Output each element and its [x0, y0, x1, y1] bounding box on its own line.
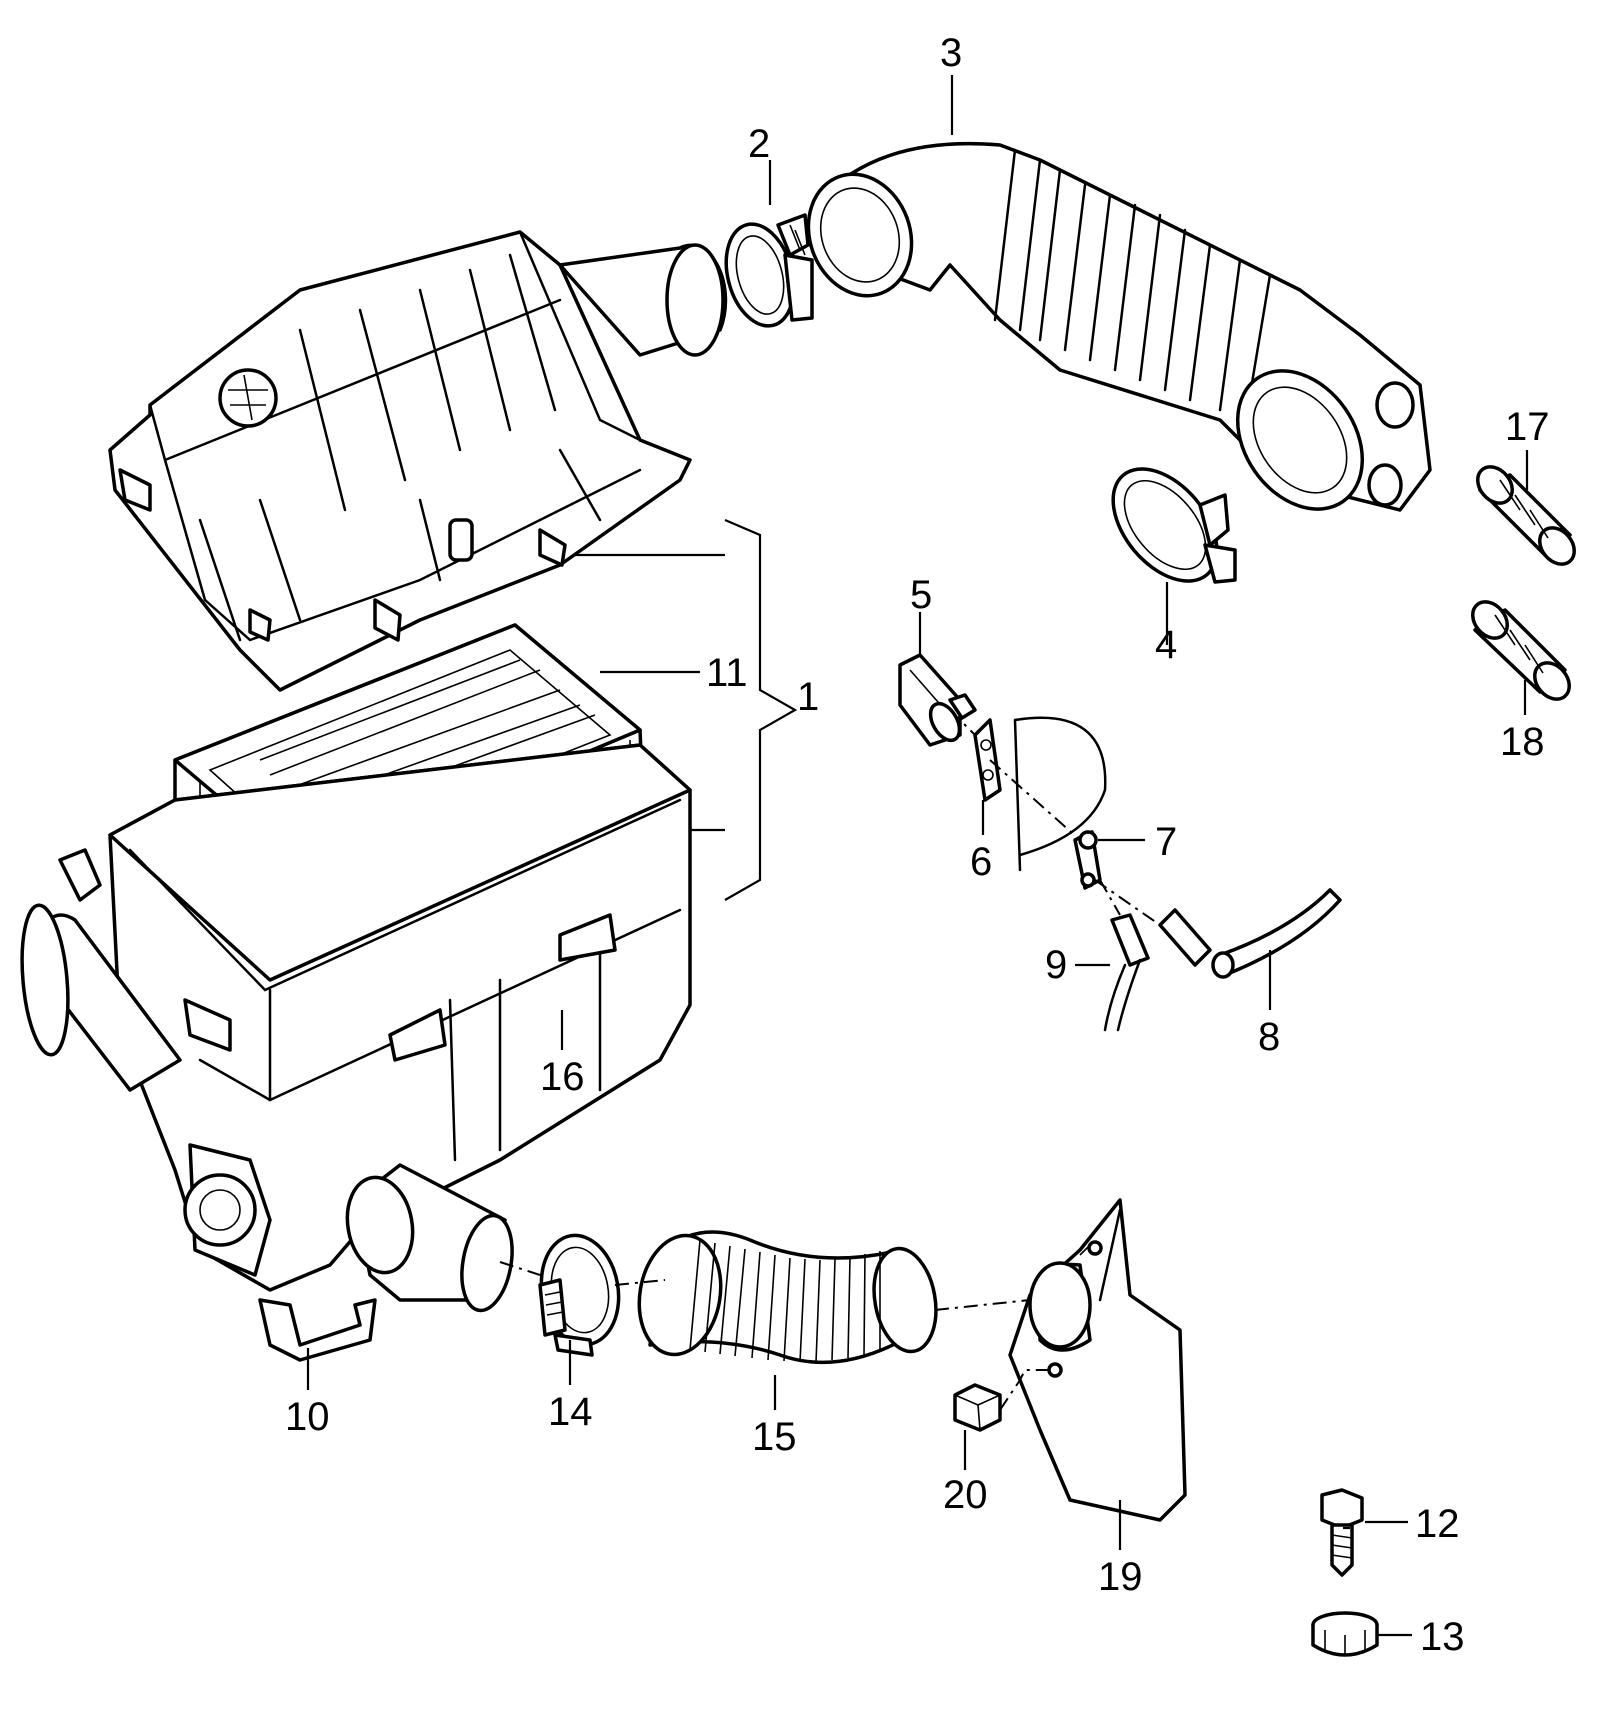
- callout-6: 6: [970, 840, 992, 884]
- hose-clamp-14: [538, 1233, 621, 1357]
- callout-17: 17: [1505, 405, 1550, 449]
- callout-13: 13: [1420, 1615, 1465, 1659]
- bolt-12: [1320, 1488, 1364, 1577]
- vacuum-hose-8: [1158, 888, 1342, 979]
- callout-5: 5: [910, 573, 932, 617]
- nut-20: [953, 1383, 1002, 1432]
- callout-8: 8: [1258, 1015, 1280, 1059]
- intake-hose-3: [806, 141, 1432, 512]
- callout-2: 2: [748, 122, 770, 166]
- callout-3: 3: [940, 31, 962, 75]
- hose-clamp-4: [1111, 467, 1237, 584]
- callout-9: 9: [1045, 943, 1067, 987]
- callout-20: 20: [943, 1473, 988, 1517]
- filter-housing-cover: [108, 230, 692, 692]
- vacuum-valve-5: [898, 653, 977, 747]
- callout-12: 12: [1415, 1502, 1460, 1546]
- hose-clamp-2: [724, 213, 814, 328]
- vacuum-hose-9: [1103, 913, 1150, 1032]
- callout-1: 1: [797, 675, 819, 719]
- grommet-13: [1311, 1611, 1379, 1657]
- callout-11: 11: [706, 651, 748, 695]
- callout-7: 7: [1155, 820, 1177, 864]
- callout-15: 15: [752, 1415, 797, 1459]
- callout-18: 18: [1500, 720, 1545, 764]
- air-duct-19: [1008, 1198, 1187, 1522]
- assembly-lines: [499, 709, 1161, 1411]
- callout-4: 4: [1155, 623, 1177, 667]
- bracket-6: [973, 716, 1107, 872]
- leader-lines: [306, 75, 1529, 1637]
- callout-labels: 1 2 3 4 5 6 7 8 9 10 11 12 13 14 15 16 1…: [285, 31, 1550, 1659]
- hose-piece-18: [1471, 600, 1571, 701]
- t-connector-7: [1073, 830, 1102, 890]
- callout-19: 19: [1098, 1555, 1143, 1599]
- filter-housing-lower: [20, 743, 692, 1362]
- hose-piece-17: [1476, 465, 1576, 566]
- callout-16: 16: [540, 1055, 585, 1099]
- cover-inlet-tube: [558, 243, 728, 357]
- callout-14: 14: [548, 1390, 593, 1434]
- corrugated-hose-15: [637, 1230, 938, 1365]
- callout-10: 10: [285, 1395, 330, 1439]
